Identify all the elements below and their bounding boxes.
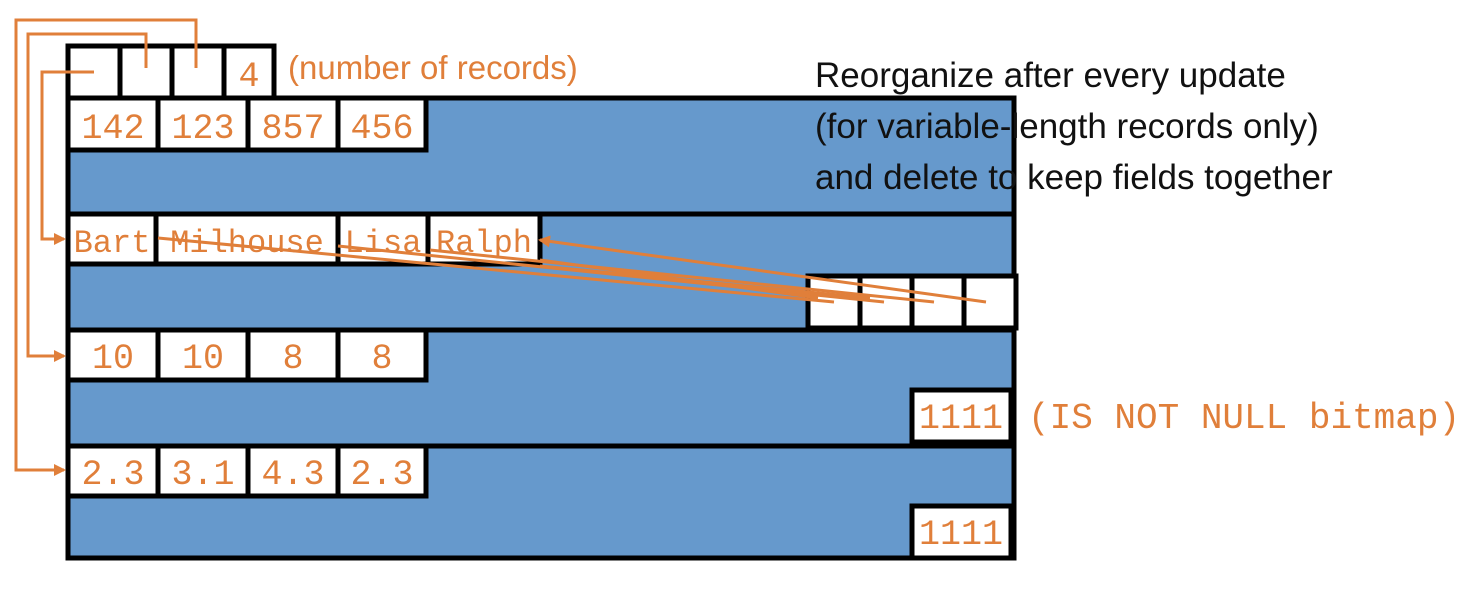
name-cell-0: Bart [74,225,151,262]
name-cell-box-1 [153,211,341,267]
length-cell-box-2 [245,327,341,383]
length-cell-0: 10 [92,339,134,379]
score-cell-box-2 [245,443,341,499]
scores-bitmap: 1111 [919,515,1003,555]
id-cell-1: 123 [171,109,234,149]
length-cell-2: 8 [282,339,303,379]
score-cell-0: 2.3 [81,455,144,495]
score-cell-2: 4.3 [261,455,324,495]
header-pointer-arrows [14,18,198,476]
length-cell-box-3 [335,327,429,383]
scores-column: 2.3 3.1 4.3 2.3 [65,443,429,499]
lengths-bitmap-box [909,387,1014,445]
reorganize-note: Reorganize after every update (for varia… [815,50,1333,203]
length-cell-1: 10 [182,339,224,379]
id-cell-box-2 [245,95,341,153]
note-line-2: (for variable-length records only) [815,107,1319,146]
offset-arrow-6 [539,264,871,300]
lengths-column: 10 10 8 8 [65,327,429,383]
id-cell-3: 456 [350,109,413,149]
pointer-arrow-ids [14,18,198,476]
score-cell-box-0 [65,443,161,499]
id-cell-box-0 [65,95,161,153]
note-line-1: Reorganize after every update [815,56,1286,95]
note-line-3: and delete to keep fields together [815,158,1333,197]
offset-slot-box-1 [857,273,915,331]
bitmap-label: (IS NOT NULL bitmap) [1028,398,1460,439]
id-cell-box-1 [155,95,251,153]
scores-bitmap-box [909,503,1014,561]
name-cell-1: Milhouse [170,225,324,262]
id-cell-0: 142 [81,109,144,149]
offset-slot-box-3 [961,273,1019,331]
offset-arrow-4 [538,235,987,304]
pointer-arrow-lengths [40,70,94,245]
offset-arrow-3 [429,248,935,304]
score-cell-1: 3.1 [171,455,234,495]
offset-arrows [157,235,987,304]
header-slots: 4 [65,43,277,101]
length-cell-3: 8 [371,339,392,379]
lengths-bitmap: 1111 [919,399,1003,439]
score-cell-3: 2.3 [350,455,413,495]
offset-arrow-1 [157,236,835,304]
length-cell-box-0 [65,327,161,383]
ids-column: 142 123 857 456 [65,95,429,153]
header-slot-3: 4 [238,57,259,97]
id-cell-box-3 [335,95,429,153]
score-cell-box-3 [335,443,429,499]
id-cell-2: 857 [261,109,324,149]
length-cell-box-1 [155,327,251,383]
header-slot-box-3 [221,43,277,101]
pointer-arrow-names [26,32,148,362]
header-slot-box-2 [169,43,227,101]
record-count-label: (number of records) [288,49,578,86]
